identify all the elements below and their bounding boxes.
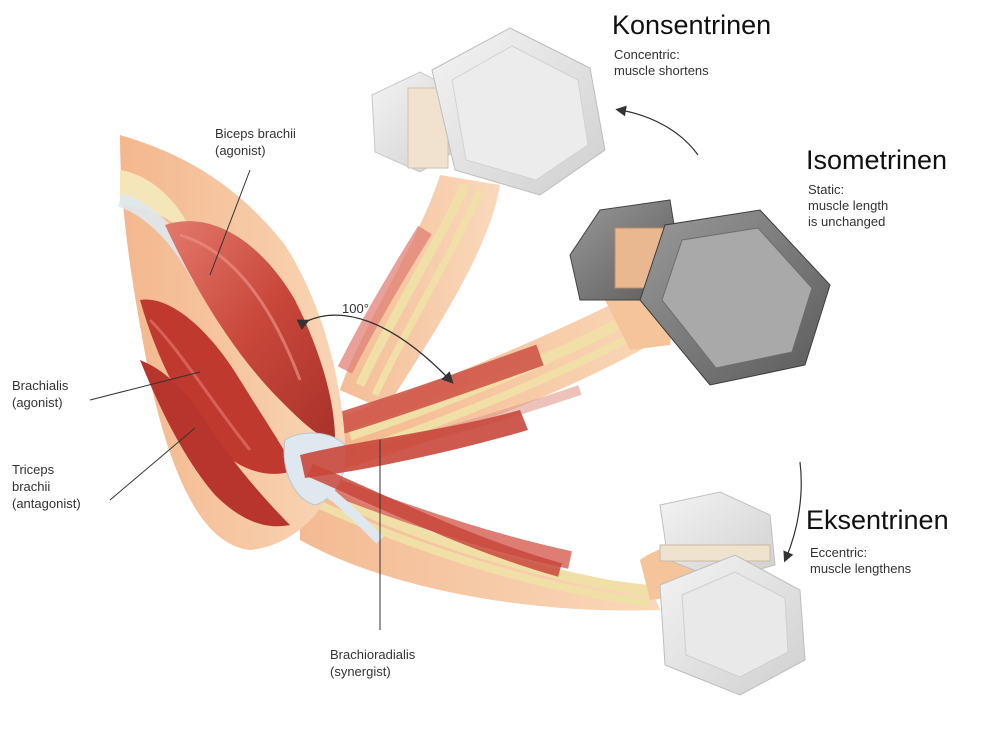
eccentric-desc-2: muscle lengthens bbox=[810, 561, 911, 577]
eccentric-desc: Eccentric: muscle lengthens bbox=[810, 545, 911, 577]
eccentric-title: Eksentrinen bbox=[806, 505, 949, 535]
triceps-label: Triceps brachii (antagonist) bbox=[12, 461, 81, 512]
concentric-arrow bbox=[620, 110, 698, 155]
concentric-desc-2: muscle shortens bbox=[614, 63, 709, 79]
concentric-desc: Concentric: muscle shortens bbox=[614, 47, 709, 79]
brachialis-role: (agonist) bbox=[12, 394, 68, 411]
isometric-desc-2: muscle length bbox=[808, 198, 888, 214]
concentric-desc-1: Concentric: bbox=[614, 47, 709, 63]
brachialis-name: Brachialis bbox=[12, 377, 68, 394]
triceps-name-2: brachii bbox=[12, 478, 81, 495]
concentric-title: Konsentrinen bbox=[612, 10, 771, 40]
brachioradialis-name: Brachioradialis bbox=[330, 646, 415, 663]
angle-value: 100° bbox=[342, 301, 369, 316]
isometric-title: Isometrinen bbox=[806, 145, 947, 175]
brachioradialis-role: (synergist) bbox=[330, 663, 415, 680]
biceps-label: Biceps brachii (agonist) bbox=[215, 125, 296, 159]
triceps-role: (antagonist) bbox=[12, 495, 81, 512]
biceps-role: (agonist) bbox=[215, 142, 296, 159]
eccentric-desc-1: Eccentric: bbox=[810, 545, 911, 561]
brachioradialis-label: Brachioradialis (synergist) bbox=[330, 646, 415, 680]
concentric-dumbbell bbox=[372, 28, 605, 195]
isometric-desc-1: Static: bbox=[808, 182, 888, 198]
eccentric-dumbbell bbox=[660, 492, 805, 695]
triceps-name-1: Triceps bbox=[12, 461, 81, 478]
brachialis-label: Brachialis (agonist) bbox=[12, 377, 68, 411]
isometric-desc-3: is unchanged bbox=[808, 214, 888, 230]
angle-label: 100° bbox=[342, 300, 369, 317]
biceps-name: Biceps brachii bbox=[215, 125, 296, 142]
isometric-desc: Static: muscle length is unchanged bbox=[808, 182, 888, 230]
eccentric-arrow bbox=[786, 462, 801, 558]
